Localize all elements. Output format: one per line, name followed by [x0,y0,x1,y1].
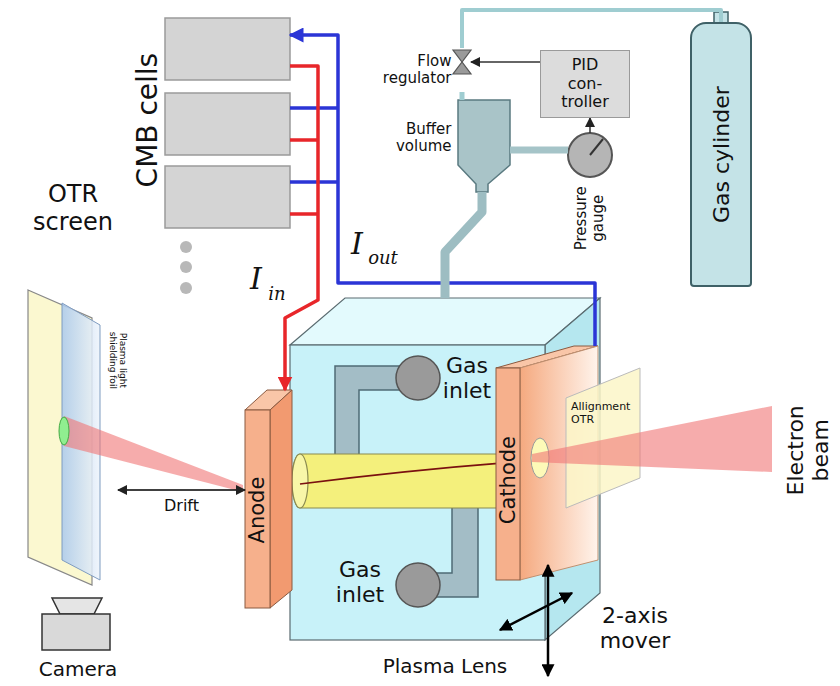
component-label: Camera [39,658,118,681]
buffer-volume: Buffer volume [385,100,510,192]
signal-arrow [471,61,540,63]
gauge-needle [590,139,603,155]
gas-inlet: Gas inlet [332,555,442,609]
current-symbol: I [351,227,363,262]
capillary-end [292,454,308,508]
camera-icon [42,598,110,650]
component-label: Flow regulator [380,53,452,88]
gas-line [460,92,465,100]
current-wire [285,66,318,390]
current-subscript: out [368,248,398,269]
camera: Camera [38,596,118,682]
group-heading: CMB cells [132,53,164,188]
alignment-note: Allignment OTR [571,401,639,426]
controller-box: PID con-troller [540,50,630,118]
distance-arrow [118,489,245,491]
component-label: Pressure gauge [573,182,608,254]
mover-arrows [500,565,572,676]
lens-housing [290,298,600,640]
current-subscript: in [268,284,285,305]
valve-half [453,62,471,74]
inlet-port [396,563,440,607]
electrode-label: Cathode [496,436,520,524]
cmb-cell-stack: CMB cells [130,18,290,230]
gas-line [462,10,721,48]
gas-cylinder: Gas cylinder [690,22,752,287]
component-label: OTR screen [28,181,118,236]
gauge-symbol [568,133,612,177]
mover-arrow [500,593,572,630]
box-label: Gas cylinder [708,86,733,223]
ellipsis-dot [180,241,192,253]
cmb-cell [165,18,290,80]
component-label: Gas inlet [439,353,495,404]
electron-beam [64,416,243,492]
pressure-gauge: Pressure gauge [568,133,612,273]
box-label: PID con-troller [554,56,616,111]
beam-trace [300,462,515,484]
beam-label: Electron beam [783,400,834,500]
ellipsis-dot [180,282,192,294]
otr-screen: OTR screen [28,178,118,585]
input-wire [290,140,318,214]
housing-front [290,345,545,640]
cmb-cell-boxes [165,18,290,294]
capillary-tube [292,454,523,508]
cmb-cell [165,166,290,228]
capillary [292,454,523,508]
gas-pipe [445,192,482,298]
beam-spot [59,417,69,445]
gas-inlet: Gas inlet [394,353,494,403]
electrode-front [496,368,520,580]
gauge-dial [568,133,612,177]
valve-symbol [453,50,471,74]
inlet-port [396,356,440,400]
cathode-electrode: Cathode [496,346,598,580]
camera-lens [52,598,102,614]
output-wire [290,108,338,182]
buffer-tank [458,100,510,192]
camera-body [42,614,110,650]
otr-screen-figure [28,290,243,585]
anode-electrode [245,390,292,608]
electrode-front [245,410,270,608]
gauge-line [510,147,568,154]
signal-arrow [589,118,591,133]
valve-half [453,50,471,62]
component-label: Plasma Lens [383,655,508,678]
current-symbol: I [250,262,262,297]
edge-label: Drift [162,497,201,515]
plasma-lens: Gas inletGas inletPlasma Lens [290,298,600,680]
component-label: Gas inlet [332,557,388,608]
electron-beam [532,406,772,472]
electrode-side [270,390,292,608]
component-label: Buffer volume [388,121,452,156]
flow-regulator: Flow regulator [378,48,471,92]
foil-note: Plasma light shielding foil [108,325,129,395]
anode-electrode: Anode [245,390,292,610]
electrode-label: Anode [245,477,269,544]
mover-label: 2-axis mover [595,603,675,654]
mover-arrow [547,565,550,676]
ellipsis-dot [180,261,192,273]
cmb-cell [165,93,290,155]
